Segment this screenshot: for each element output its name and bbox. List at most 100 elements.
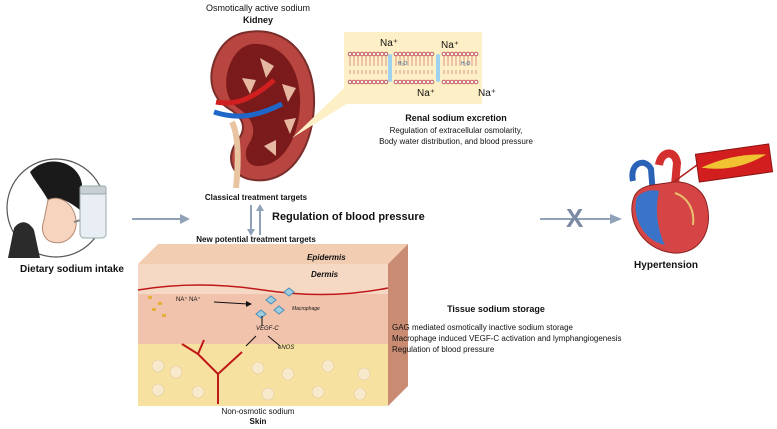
lipid-head [457, 79, 463, 85]
membrane-callout [292, 32, 482, 138]
lipid-head [469, 51, 475, 57]
lipid-head [461, 51, 467, 57]
epidermis-label: Epidermis [307, 253, 346, 262]
lipid-head [401, 51, 407, 57]
lipid-head [367, 51, 373, 57]
lipid-head [469, 79, 475, 85]
lipid-head [401, 79, 407, 85]
skin-caption: Non-osmotic sodium [221, 407, 295, 416]
renal-line-1: Regulation of extracellular osmolarity, [389, 126, 523, 135]
outcome-arrow [540, 214, 622, 224]
lipid-head [371, 79, 377, 85]
lipid-head [405, 51, 411, 57]
lipid-head [397, 51, 403, 57]
lipid-head [363, 51, 369, 57]
lipid-head [441, 79, 447, 85]
lipid-head [445, 79, 451, 85]
lipid-head [397, 79, 403, 85]
skin-title: Skin [249, 417, 267, 426]
lipid-head [421, 51, 427, 57]
lipid-head [421, 79, 427, 85]
intake-label: Dietary sodium intake [20, 264, 124, 275]
tissue-line-1: GAG mediated osmotically inactive sodium… [392, 323, 573, 332]
lipid-head [409, 79, 415, 85]
lipid-head [445, 51, 451, 57]
down-arrowhead [247, 229, 255, 236]
dermis-label: Dermis [311, 270, 339, 279]
lipid-head [473, 51, 479, 57]
lipid-head [465, 51, 471, 57]
membrane-bilayer [347, 51, 479, 85]
ion-label-1: Na⁺ [380, 38, 399, 49]
lipid-head [351, 51, 357, 57]
lipid-head [359, 51, 365, 57]
ion-label-3: Na⁺ [417, 88, 436, 99]
lipid-bilayer-top [347, 51, 479, 85]
lipid-head [347, 51, 353, 57]
kidney-title: Kidney [242, 15, 274, 25]
lipid-head [393, 51, 399, 57]
new-targets-label: New potential treatment targets [196, 235, 316, 244]
water-channel-1 [388, 54, 392, 82]
lipid-head [375, 51, 381, 57]
tissue-line-2: Macrophage induced VEGF-C activation and… [392, 334, 622, 343]
lipid-head [465, 79, 471, 85]
lipid-head [417, 51, 423, 57]
lipid-head [473, 79, 479, 85]
lipid-head [441, 51, 447, 57]
lipid-head [449, 51, 455, 57]
kidney-caption: Osmotically active sodium [205, 3, 311, 13]
lipid-head [449, 79, 455, 85]
classical-targets-label: Classical treatment targets [204, 193, 308, 202]
lipid-head [347, 79, 353, 85]
lipid-head [413, 79, 419, 85]
lipid-head [457, 51, 463, 57]
heart-illustration [629, 143, 774, 254]
tissue-line-3: Regulation of blood pressure [392, 345, 495, 354]
lipid-head [359, 79, 365, 85]
lipid-head [429, 51, 435, 57]
ion-label-4: Na⁺ [478, 88, 497, 99]
lipid-head [351, 79, 357, 85]
skin-illustration [137, 244, 408, 406]
block-mark: X [566, 203, 584, 233]
skin-na-label: NA⁺ NA⁺ [176, 297, 201, 303]
water-channel-label-2: H₂O [461, 61, 471, 67]
lipid-head [429, 79, 435, 85]
outcome-label: Hypertension [634, 260, 698, 271]
enos-label: eNOS [278, 345, 295, 351]
macrophage-label: Macrophage [292, 306, 320, 312]
water-channel-2 [436, 54, 440, 82]
lipid-head [375, 79, 381, 85]
renal-line-2: Body water distribution, and blood press… [379, 137, 533, 146]
lipid-head [383, 79, 389, 85]
lipid-head [383, 51, 389, 57]
lipid-head [425, 79, 431, 85]
renal-title: Renal sodium excretion [405, 113, 507, 123]
lipid-head [405, 79, 411, 85]
person-illustration [6, 158, 107, 258]
vegf-label: VEGF-C [256, 326, 279, 332]
kidney-illustration [210, 30, 316, 189]
lipid-head [425, 51, 431, 57]
lipid-head [379, 51, 385, 57]
lipid-head [461, 79, 467, 85]
lipid-head [413, 51, 419, 57]
lipid-head [417, 79, 423, 85]
intake-arrow [132, 214, 190, 224]
lipid-head [363, 79, 369, 85]
water-channel-label-1: H₂O [398, 61, 408, 67]
lipid-head [355, 79, 361, 85]
lipid-head [379, 79, 385, 85]
up-arrowhead [256, 204, 264, 211]
lipid-head [367, 79, 373, 85]
lipid-head [371, 51, 377, 57]
lipid-head [355, 51, 361, 57]
lipid-head [393, 79, 399, 85]
tissue-title: Tissue sodium storage [447, 304, 545, 314]
lipid-head [453, 79, 459, 85]
lipid-head [409, 51, 415, 57]
ion-label-2: Na⁺ [441, 40, 460, 51]
regulation-label: Regulation of blood pressure [272, 211, 425, 223]
vertical-arrows [247, 204, 264, 236]
